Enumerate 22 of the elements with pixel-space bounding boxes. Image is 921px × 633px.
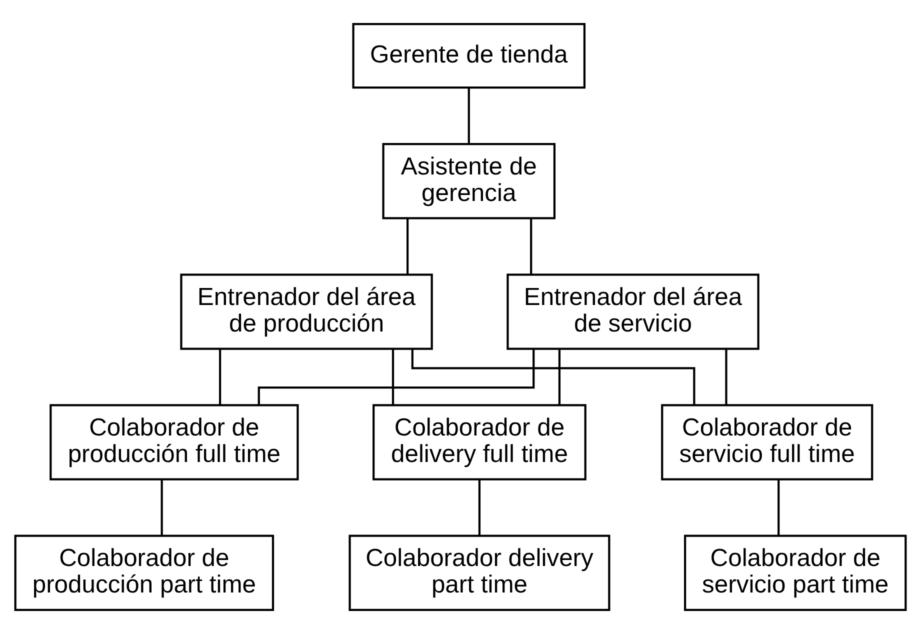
connector (558, 348, 561, 405)
node-box: Entrenador del área de servicio (506, 273, 760, 350)
node-box: Colaborador de servicio part time (684, 534, 907, 610)
node-box: Asistente de gerencia (382, 142, 556, 219)
connector (258, 348, 535, 404)
connector (478, 478, 481, 536)
node-box: Colaborador delivery part time (348, 534, 610, 610)
node-box: Entrenador del área de producción (180, 273, 433, 350)
node-box: Colaborador de producción part time (14, 534, 274, 610)
connector (778, 478, 780, 536)
node-box: Colaborador de producción full time (50, 404, 299, 480)
connector (468, 88, 470, 144)
connector (392, 348, 394, 405)
node-box: Colaborador de delivery full time (372, 404, 586, 480)
connector (725, 348, 728, 405)
node-box: Colaborador de servicio full time (661, 404, 874, 480)
connector (160, 478, 163, 536)
connector (219, 348, 222, 405)
node-box: Gerente de tienda (352, 22, 586, 88)
connector (411, 348, 696, 405)
connector (406, 218, 409, 274)
connector (530, 218, 532, 274)
